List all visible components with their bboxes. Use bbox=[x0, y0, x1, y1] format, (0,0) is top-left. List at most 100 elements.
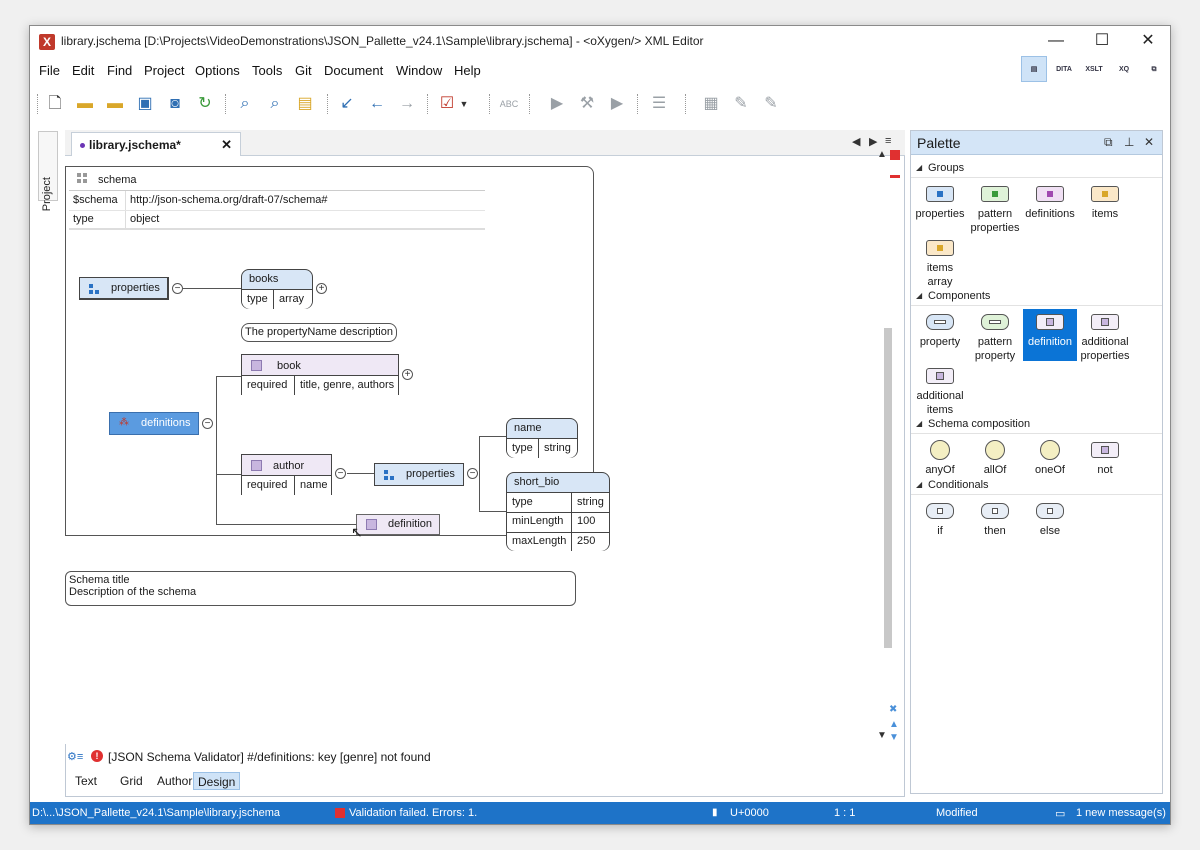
configure-transform-icon[interactable]: ⚒ bbox=[579, 95, 595, 112]
short-bio-type-value[interactable]: string bbox=[577, 496, 604, 508]
expand-book-icon[interactable]: + bbox=[402, 369, 413, 380]
float-view-icon[interactable]: ⧉ bbox=[1104, 135, 1113, 149]
palette-item-properties[interactable]: properties bbox=[913, 181, 967, 233]
open-folder-icon[interactable]: ▬ bbox=[77, 95, 93, 112]
palette-item-pattern-properties[interactable]: pattern properties bbox=[968, 181, 1022, 234]
dragged-definition-node[interactable]: definition bbox=[356, 514, 440, 535]
palette-item-then[interactable]: then bbox=[968, 498, 1022, 537]
type-value[interactable]: object bbox=[130, 213, 160, 225]
scroll-down-icon[interactable]: ▼ bbox=[877, 730, 887, 741]
dita-perspective-icon[interactable]: DITA bbox=[1056, 66, 1072, 73]
menu-window[interactable]: Window bbox=[396, 63, 443, 78]
menu-help[interactable]: Help bbox=[454, 63, 481, 78]
author-definition-node[interactable]: author required name bbox=[241, 454, 332, 495]
short-bio-minlength-value[interactable]: 100 bbox=[577, 515, 596, 527]
menu-file[interactable]: File bbox=[39, 63, 60, 78]
spell-check-icon[interactable]: ABC bbox=[499, 99, 519, 109]
definitions-group-node[interactable]: ⁂ definitions bbox=[109, 412, 199, 435]
tab-design-mode[interactable]: Design bbox=[193, 772, 241, 790]
close-view-icon[interactable]: ✕ bbox=[1144, 135, 1155, 149]
name-type-value[interactable]: string bbox=[544, 442, 571, 454]
xquery-perspective-icon[interactable]: XQ bbox=[1118, 66, 1130, 73]
xslt-perspective-icon[interactable]: XSLT bbox=[1085, 66, 1103, 73]
minimize-button[interactable]: — bbox=[1048, 32, 1064, 49]
menu-find[interactable]: Find bbox=[107, 63, 133, 78]
pin-view-icon[interactable]: ⊥ bbox=[1124, 135, 1135, 149]
scroll-up-icon[interactable]: ▲ bbox=[877, 149, 887, 160]
palette-group-schema-composition[interactable]: ◢ Schema composition bbox=[911, 417, 1162, 434]
status-messages[interactable]: 1 new message(s) bbox=[1076, 807, 1166, 819]
palette-item-else[interactable]: else bbox=[1023, 498, 1077, 537]
collapse-definitions-icon[interactable]: − bbox=[202, 418, 213, 429]
next-marker-icon[interactable]: ▼ bbox=[889, 732, 899, 743]
palette-group-conditionals[interactable]: ◢ Conditionals bbox=[911, 478, 1162, 495]
messages-icon[interactable]: ▭ bbox=[1055, 808, 1066, 820]
book-definition-node[interactable]: book required title, genre, authors bbox=[241, 354, 399, 395]
palette-item-allof[interactable]: allOf bbox=[968, 437, 1022, 476]
back-icon[interactable]: ← bbox=[369, 95, 385, 112]
pin-icon[interactable]: ✎ bbox=[734, 95, 748, 112]
schema-value[interactable]: http://json-schema.org/draft-07/schema# bbox=[130, 194, 328, 206]
name-property-node[interactable]: name type string bbox=[506, 418, 578, 458]
properties-group-node[interactable]: properties bbox=[79, 277, 169, 300]
author-required-value[interactable]: name bbox=[300, 479, 328, 491]
palette-item-oneof[interactable]: oneOf bbox=[1023, 437, 1077, 476]
books-description-bubble[interactable]: The propertyName description bbox=[241, 323, 397, 342]
palette-item-if[interactable]: if bbox=[913, 498, 967, 537]
settings-icon[interactable]: ⚙≡ bbox=[67, 751, 84, 763]
save-icon[interactable]: ▣ bbox=[137, 95, 153, 112]
tab-list-icon[interactable]: ≡ bbox=[885, 135, 892, 147]
menu-document[interactable]: Document bbox=[324, 63, 384, 78]
scrollbar-thumb[interactable] bbox=[884, 328, 892, 648]
short-bio-maxlength-value[interactable]: 250 bbox=[577, 535, 596, 547]
schema-title-bubble[interactable]: Schema title Description of the schema bbox=[65, 571, 576, 606]
database-perspective-icon[interactable]: ⧉ bbox=[1151, 66, 1157, 73]
forward-icon[interactable]: → bbox=[399, 95, 415, 112]
problem-message[interactable]: [JSON Schema Validator] #/definitions: k… bbox=[108, 750, 431, 764]
open-url-icon[interactable]: ▬ bbox=[107, 95, 123, 112]
palette-item-additional-items[interactable]: additional items bbox=[913, 363, 967, 416]
save-all-icon[interactable]: ◙ bbox=[170, 95, 180, 112]
palette-item-pattern-property[interactable]: pattern property bbox=[968, 309, 1022, 362]
format-indent-icon[interactable]: ☰ bbox=[651, 95, 667, 112]
import-icon[interactable]: ↙ bbox=[340, 95, 354, 112]
tab-close-icon[interactable]: ✕ bbox=[221, 137, 232, 152]
short-bio-property-node[interactable]: short_bio type string minLength 100 maxL… bbox=[506, 472, 610, 551]
prev-marker-icon[interactable]: ▲ bbox=[889, 719, 899, 730]
palette-item-definition[interactable]: definition bbox=[1023, 309, 1077, 361]
palette-item-property[interactable]: property bbox=[913, 309, 967, 361]
expand-books-icon[interactable]: + bbox=[316, 283, 327, 294]
tab-library-jschema[interactable]: library.jschema* ✕ bbox=[71, 132, 241, 156]
status-validation[interactable]: Validation failed. Errors: 1. bbox=[349, 807, 478, 819]
validate-dropdown-icon[interactable]: ▼ bbox=[459, 99, 469, 109]
maximize-button[interactable]: ☐ bbox=[1094, 32, 1110, 49]
collapse-author-icon[interactable]: − bbox=[335, 468, 346, 479]
menu-git[interactable]: Git bbox=[295, 63, 312, 78]
close-button[interactable]: ✕ bbox=[1141, 32, 1155, 49]
palette-item-anyof[interactable]: anyOf bbox=[913, 437, 967, 476]
new-file-icon[interactable]: 🗋 bbox=[48, 95, 62, 112]
menu-tools[interactable]: Tools bbox=[252, 63, 283, 78]
editor-perspective-icon[interactable]: ▤ bbox=[1021, 56, 1047, 82]
design-canvas[interactable]: schema $schema http://json-schema.org/dr… bbox=[65, 156, 877, 744]
tab-scroll-left-icon[interactable]: ◀ bbox=[852, 136, 861, 148]
tab-author-mode[interactable]: Author bbox=[157, 774, 193, 788]
books-property-node[interactable]: books type array bbox=[241, 269, 313, 309]
palette-group-components[interactable]: ◢ Components bbox=[911, 289, 1162, 306]
books-type-value[interactable]: array bbox=[279, 293, 305, 305]
collapse-properties-icon[interactable]: − bbox=[172, 283, 183, 294]
author-properties-group-node[interactable]: properties bbox=[374, 463, 464, 486]
reload-icon[interactable]: ↻ bbox=[198, 95, 212, 112]
palette-item-not[interactable]: not bbox=[1078, 437, 1132, 476]
tab-scroll-right-icon[interactable]: ▶ bbox=[869, 136, 878, 148]
paste-icon[interactable]: ▤ bbox=[297, 95, 313, 112]
error-marker-icon[interactable] bbox=[890, 175, 900, 178]
menu-edit[interactable]: Edit bbox=[72, 63, 95, 78]
project-side-tab[interactable]: Project bbox=[38, 131, 58, 211]
book-required-value[interactable]: title, genre, authors bbox=[300, 379, 395, 391]
validate-icon[interactable]: ☑ bbox=[439, 95, 455, 112]
palette-group-groups[interactable]: ◢ Groups bbox=[911, 161, 1162, 178]
palette-item-definitions[interactable]: definitions bbox=[1023, 181, 1077, 233]
menu-project[interactable]: Project bbox=[144, 63, 185, 78]
error-marker-icon[interactable] bbox=[890, 150, 900, 160]
